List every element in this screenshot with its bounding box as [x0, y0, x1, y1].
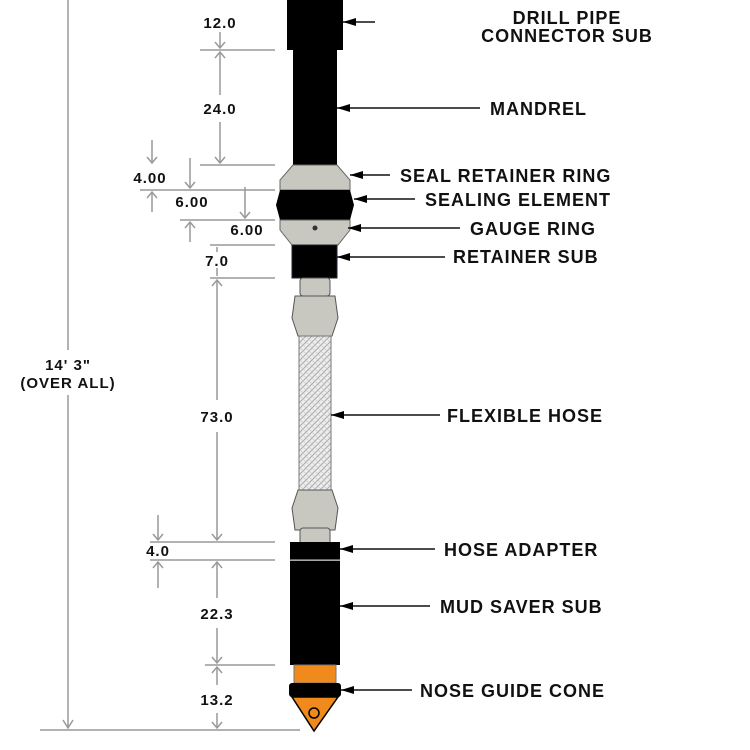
dim-seal-retainer-ring: 4.00 [133, 170, 166, 187]
label-mandrel: MANDREL [490, 99, 587, 119]
drill-pipe-connector-sub [287, 0, 343, 50]
sealing-element [276, 190, 354, 220]
label-retainer-sub: RETAINER SUB [453, 247, 599, 267]
gauge-ring [279, 219, 351, 246]
label-gauge-ring: GAUGE RING [470, 219, 596, 239]
dim-hose-adapter: 4.0 [146, 543, 170, 560]
nose-guide-cone [290, 696, 340, 733]
retainer-sub [291, 244, 338, 279]
label-connector-sub: CONNECTOR SUB [481, 26, 653, 46]
lower-hose-fitting [299, 527, 331, 545]
upper-hose-fitting [299, 277, 331, 297]
dim-mud-saver-sub: 22.3 [200, 606, 233, 623]
label-nose-guide-cone: NOSE GUIDE CONE [420, 681, 605, 701]
gauge-ring-port [312, 225, 318, 231]
label-mud-saver-sub: MUD SAVER SUB [440, 597, 603, 617]
overall-note: (OVER ALL) [20, 375, 115, 392]
extension-lines [40, 49, 300, 731]
nose-cone-band [289, 683, 341, 697]
dimension-lines [62, 0, 251, 730]
dim-mandrel: 24.0 [203, 101, 236, 118]
dim-connector-sub: 12.0 [203, 15, 236, 32]
mud-saver-sub [290, 561, 340, 665]
label-sealing-element: SEALING ELEMENT [425, 190, 611, 210]
flexible-hose [298, 335, 332, 491]
mandrel [293, 50, 337, 168]
upper-hose-collar [291, 295, 339, 337]
hose-adapter [290, 542, 340, 560]
dim-gauge-ring: 6.00 [230, 222, 263, 239]
seal-retainer-ring [279, 164, 351, 191]
lower-hose-collar [291, 489, 339, 531]
tool-body [276, 0, 354, 733]
leader-arrows [331, 18, 480, 694]
nose-cone-hole [308, 707, 320, 719]
label-drill-pipe: DRILL PIPE [513, 8, 622, 28]
overall-length: 14' 3" [45, 357, 91, 374]
label-flexible-hose: FLEXIBLE HOSE [447, 406, 603, 426]
dim-sealing-element: 6.00 [175, 194, 208, 211]
label-hose-adapter: HOSE ADAPTER [444, 540, 598, 560]
dim-retainer-sub: 7.0 [205, 253, 229, 270]
nose-cone-collar [293, 664, 337, 684]
dim-nose-guide-cone: 13.2 [200, 692, 233, 709]
label-seal-retainer-ring: SEAL RETAINER RING [400, 166, 611, 186]
dim-flexible-hose: 73.0 [200, 409, 233, 426]
